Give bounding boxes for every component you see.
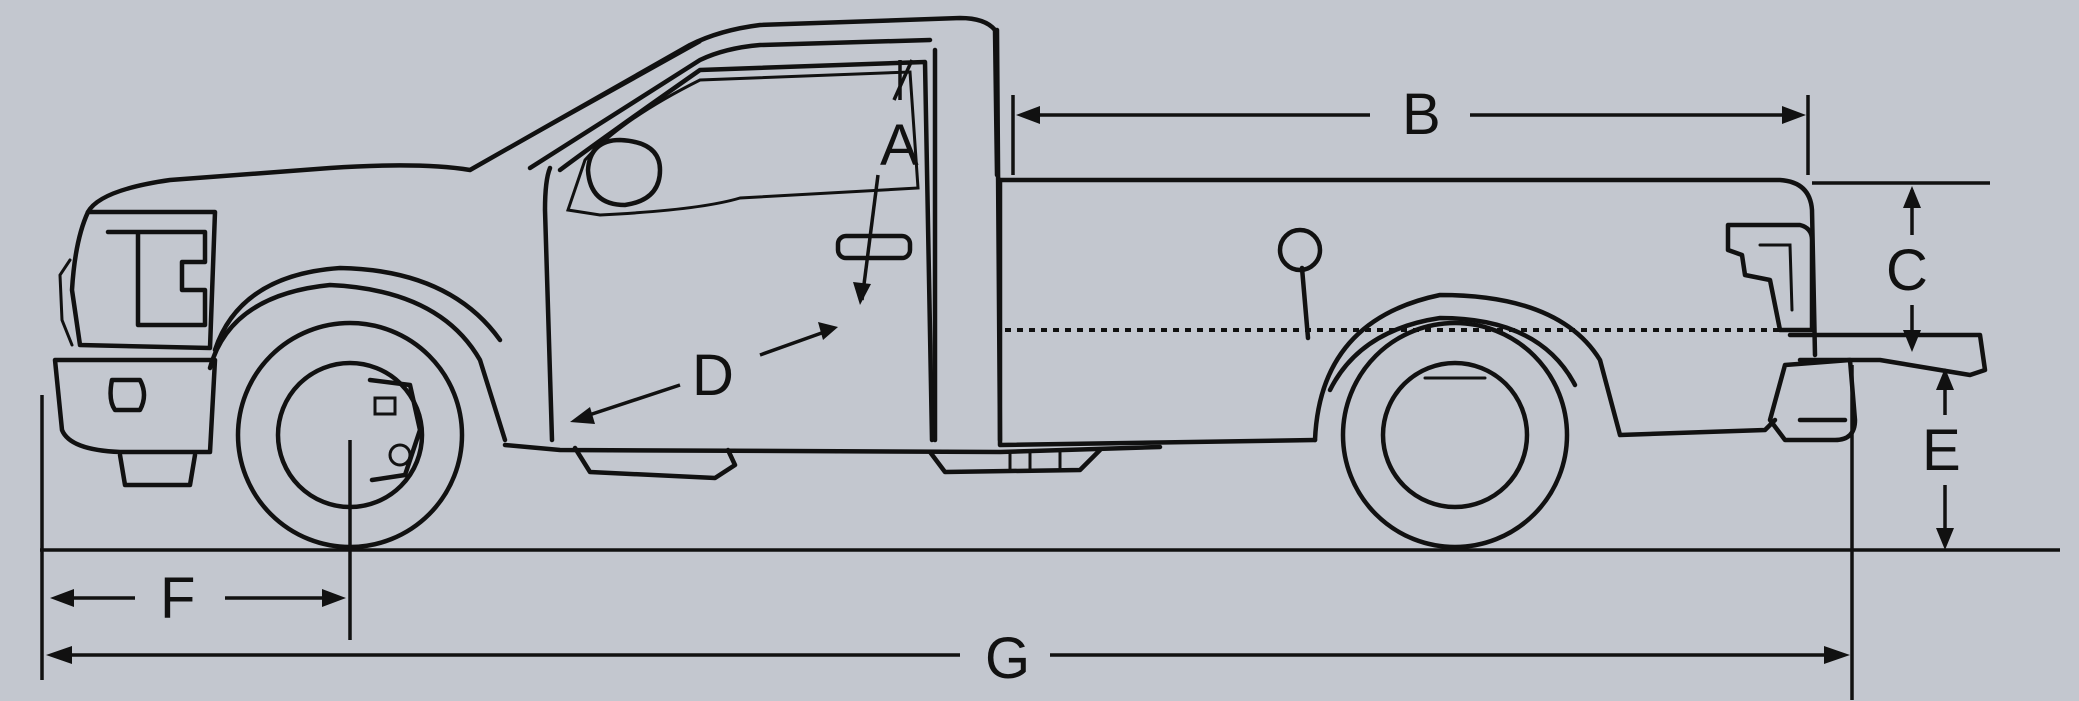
label-e: E (1922, 418, 1961, 483)
label-c: C (1886, 238, 1928, 303)
dimension-a (853, 59, 914, 305)
dimension-f (50, 589, 346, 607)
dimension-b (1016, 106, 1806, 124)
label-f: F (160, 566, 195, 631)
label-d: D (692, 343, 734, 408)
rear-wheel (1340, 320, 1570, 550)
dimension-d (570, 322, 838, 424)
dimension-g (46, 646, 1850, 664)
label-b: B (1402, 82, 1441, 147)
label-a: A (880, 113, 919, 178)
truck-outline (52, 15, 1988, 488)
dimension-c (1903, 186, 1921, 352)
label-g: G (985, 626, 1030, 691)
dimension-e (1936, 368, 1954, 550)
